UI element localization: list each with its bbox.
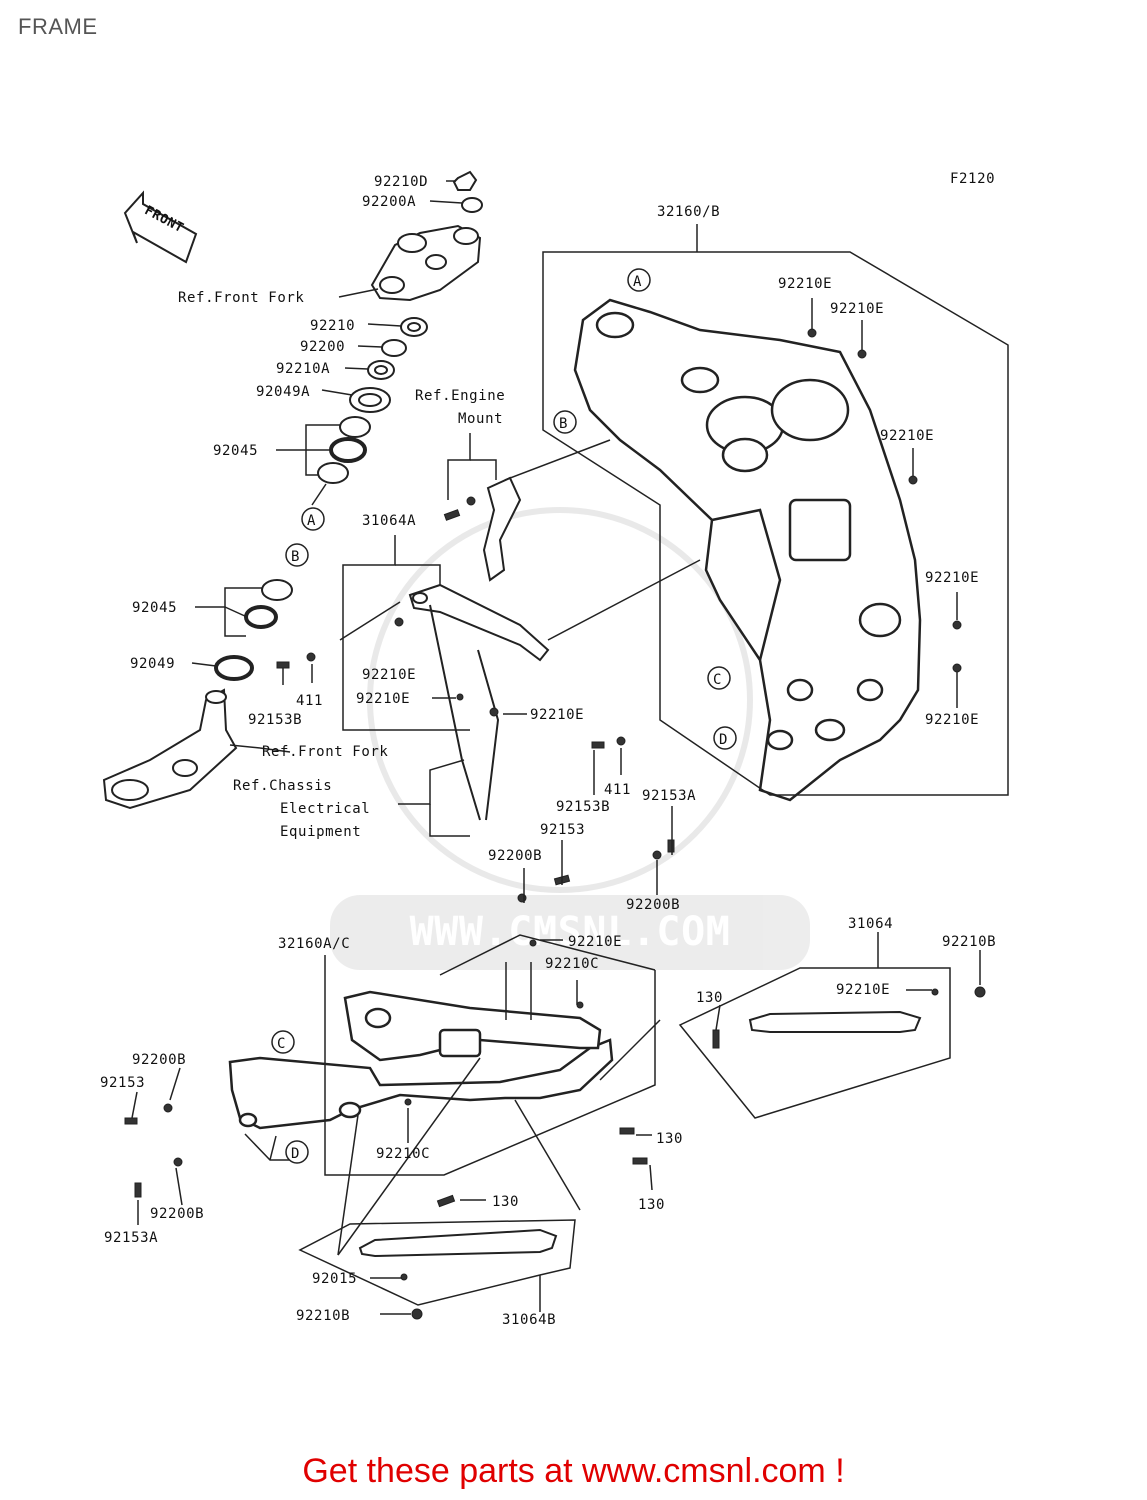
diagram-code: F2120 — [950, 171, 995, 187]
label-92210c-b: 92210C — [376, 1146, 430, 1162]
svg-text:A: A — [307, 513, 316, 529]
lower-frame-part — [228, 990, 614, 1130]
label-92015: 92015 — [312, 1271, 357, 1287]
svg-text:B: B — [291, 549, 300, 565]
label-92210b-a: 92210B — [942, 934, 996, 950]
marker-a-upper[interactable]: A — [627, 268, 651, 292]
label-92210e-r5: 92210E — [925, 712, 979, 728]
label-92045-lower: 92045 — [132, 600, 177, 616]
label-130-b: 130 — [656, 1131, 683, 1147]
label-92153b-b: 92153B — [556, 799, 610, 815]
label-32160b: 32160/B — [657, 204, 720, 220]
label-92153-a: 92153 — [540, 822, 585, 838]
marker-a-lower[interactable]: A — [301, 507, 325, 531]
label-ref-chassis-2: Electrical — [280, 801, 370, 817]
label-411-b: 411 — [604, 782, 631, 798]
label-92210e-r2: 92210E — [830, 301, 884, 317]
marker-d-upper[interactable]: D — [713, 726, 737, 750]
label-92210: 92210 — [310, 318, 355, 334]
label-92210e-r1: 92210E — [778, 276, 832, 292]
leader-lines — [131, 180, 1009, 1315]
label-92153b-a: 92153B — [248, 712, 302, 728]
label-92049a: 92049A — [256, 384, 310, 400]
label-92200: 92200 — [300, 339, 345, 355]
marker-d-lower[interactable]: D — [285, 1140, 309, 1164]
label-92200b-a: 92200B — [488, 848, 542, 864]
marker-b-lower[interactable]: B — [285, 543, 309, 567]
front-arrow-icon: FRONT — [123, 190, 198, 264]
label-92210e-r4: 92210E — [925, 570, 979, 586]
label-92153a-b: 92153A — [104, 1230, 158, 1246]
label-92210e-a: 92210E — [362, 667, 416, 683]
label-92049: 92049 — [130, 656, 175, 672]
label-130-c: 130 — [638, 1197, 665, 1213]
label-92200a: 92200A — [362, 194, 416, 210]
label-92210c-a: 92210C — [545, 956, 599, 972]
label-92210e-c: 92210E — [530, 707, 584, 723]
label-92153a-a: 92153A — [642, 788, 696, 804]
label-ref-chassis-1: Ref.Chassis — [233, 778, 332, 794]
label-ref-front-fork-top: Ref.Front Fork — [178, 290, 304, 306]
steering-parts — [102, 170, 483, 810]
marker-b-upper[interactable]: B — [553, 410, 577, 434]
label-31064: 31064 — [848, 916, 893, 932]
footer-cms-link[interactable]: Get these parts at www.cmsnl.com ! — [302, 1452, 845, 1490]
label-92200b-d: 92200B — [150, 1206, 204, 1222]
label-ref-front-fork-bottom: Ref.Front Fork — [262, 744, 388, 760]
bracket-31064a — [408, 476, 550, 821]
label-92210e-r3: 92210E — [880, 428, 934, 444]
label-92210a: 92210A — [276, 361, 330, 377]
cms-watermark: WWW.CMSNL.COM — [330, 507, 810, 970]
label-92200b-c: 92200B — [132, 1052, 186, 1068]
svg-text:D: D — [291, 1146, 300, 1162]
label-92210e-n: 92210E — [836, 982, 890, 998]
part-labels: 92210D 92200A Ref.Front Fork 92210 92200… — [100, 174, 996, 1328]
marker-c-lower[interactable]: C — [271, 1030, 295, 1054]
svg-text:C: C — [713, 672, 722, 688]
label-130-a: 130 — [696, 990, 723, 1006]
bar-31064b — [358, 1228, 558, 1258]
main-frame-part — [573, 298, 922, 802]
svg-text:C: C — [277, 1036, 286, 1052]
svg-text:D: D — [719, 732, 728, 748]
marker-c-upper[interactable]: C — [707, 666, 731, 690]
label-92210b-b: 92210B — [296, 1308, 350, 1324]
label-92045-upper: 92045 — [213, 443, 258, 459]
label-92210e-b: 92210E — [356, 691, 410, 707]
svg-text:A: A — [633, 274, 642, 290]
label-92153-b: 92153 — [100, 1075, 145, 1091]
page-title: FRAME — [18, 14, 98, 39]
label-92210d: 92210D — [374, 174, 428, 190]
label-92200b-b: 92200B — [626, 897, 680, 913]
svg-text:B: B — [559, 416, 568, 432]
bolt-icons — [124, 328, 986, 1320]
label-ref-chassis-3: Equipment — [280, 824, 361, 840]
label-411-a: 411 — [296, 693, 323, 709]
label-32160ac: 32160A/C — [278, 936, 350, 952]
label-92210e-m: 92210E — [568, 934, 622, 950]
label-31064b: 31064B — [502, 1312, 556, 1328]
bar-31064 — [748, 1010, 922, 1033]
label-ref-engine-1: Ref.Engine — [415, 388, 505, 404]
label-31064a: 31064A — [362, 513, 416, 529]
label-ref-engine-2: Mount — [458, 411, 503, 427]
label-130-d: 130 — [492, 1194, 519, 1210]
